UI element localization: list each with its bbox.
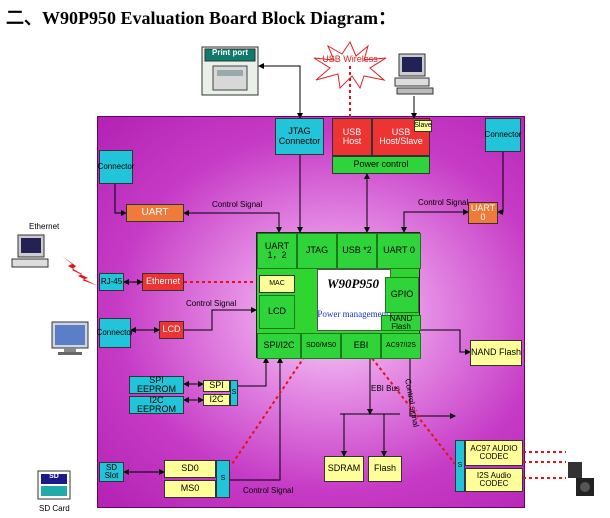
core-sd-ms: SD0/MS0 [301,333,341,359]
flash-block: Flash [368,456,402,482]
usb-wireless-label: USB Wireless [322,54,378,64]
monitor-icon [50,320,92,356]
spi-eeprom: SPI EEPROM [129,375,184,394]
core-lcd: LCD [259,295,295,329]
speaker-icon [566,458,600,498]
control-signal-label-2: Control Signal [418,198,469,207]
i2s-codec: I2S Audio CODEC [465,468,523,492]
sd0-block: SD0 [164,460,216,478]
rj45-block: RJ-45 [99,273,124,291]
audio-switch: S [455,440,465,492]
core-power-management: Power management [317,309,389,320]
slave-tag: Slave [414,120,432,132]
print-port-label: Print port [212,48,248,57]
i2c-eeprom: I2C EEPROM [129,395,184,414]
connector-top-left: Connector [98,150,134,184]
ac97-codec: AC97 AUDIO CODEC [465,440,523,466]
core-gpio: GPIO [385,277,419,313]
sd-card-label: SD Card [39,504,70,513]
usb-host: USB Host [332,118,372,156]
computer-icon-top [393,52,435,96]
ethernet-label: Ethernet [29,222,60,231]
ethernet-phy: Ethernet [142,273,184,291]
core-chip-name: W90P950 [327,276,379,292]
sd-card-logo-text: SD [49,473,59,480]
sd-switch: S [216,460,230,498]
uart-left: UART [126,204,184,222]
ebi-bus-label: EBI Bus [371,384,400,393]
spi-block: SPI [203,380,230,392]
core-center [317,269,391,331]
core-jtag: JTAG [297,233,337,269]
core-ac97-i2s: AC97/I2S [381,333,421,359]
spi-switch: S [230,380,238,406]
ms0-block: MS0 [164,480,216,498]
core-ebi: EBI [341,333,381,359]
core-usb2: USB *2 [337,233,377,269]
control-signal-label-1: Control Signal [212,200,263,209]
connector-top-right: Connector [485,118,521,152]
core-uart12: UART 1，2 [257,233,297,269]
i2c-block: I2C [203,394,230,406]
uart0-right: UART 0 [468,202,498,224]
sd-slot: SD Slot [99,462,124,482]
sdram-block: SDRAM [324,456,364,482]
control-signal-label-4: Control Signal [243,486,294,495]
usb-wireless-burst-icon [310,40,390,90]
jtag-connector: JTAG Connector [275,118,324,155]
w90p950-core: UART 1，2 JTAG USB *2 UART 0 MAC LCD W90P… [256,232,421,359]
page-title: 二、W90P950 Evaluation Board Block Diagram… [6,8,397,28]
lcd-block: LCD [159,321,184,339]
power-control: Power control [332,156,430,174]
core-spi-i2c: SPI/I2C [257,333,301,359]
sd-card-icon [37,470,71,500]
core-uart0: UART 0 [377,233,421,269]
connector-mid-left: Connector [97,318,133,348]
core-mac: MAC [259,275,295,293]
ethernet-computer-icon [10,233,54,273]
control-signal-label-3: Control Signal [186,299,237,308]
core-nand: NAND Flash [381,314,421,331]
nand-flash-external: NAND Flash [470,340,522,366]
